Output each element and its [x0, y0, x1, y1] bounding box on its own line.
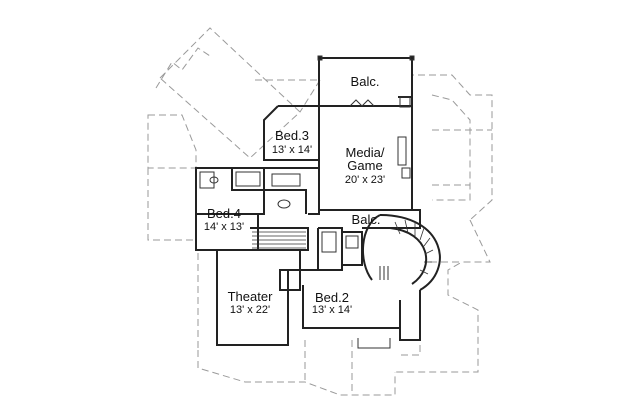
room-name: Balc. — [351, 74, 380, 89]
room-dims: 20' x 23' — [345, 174, 385, 186]
room-theater: Theater 13' x 22' — [228, 289, 273, 316]
fixtures — [199, 55, 415, 349]
room-name: Balc. — [352, 212, 381, 227]
room-name: Bed.3 — [275, 128, 309, 143]
walls — [195, 57, 441, 346]
room-bed3: Bed.3 13' x 14' — [272, 128, 312, 156]
room-name-2: Game — [347, 158, 382, 173]
room-bed4: Bed.4 14' x 13' — [204, 206, 244, 233]
room-dims: 14' x 13' — [204, 221, 244, 233]
stair-treads — [252, 219, 434, 275]
room-name: Theater — [228, 289, 273, 304]
room-dims: 13' x 14' — [272, 144, 312, 156]
room-media: Media/ Game 20' x 23' — [345, 145, 385, 186]
room-name: Bed.2 — [315, 290, 349, 305]
room-dims: 13' x 14' — [312, 304, 352, 316]
room-name: Media/ — [345, 145, 384, 160]
room-dims: 13' x 22' — [230, 304, 270, 316]
room-balc-mid: Balc. — [352, 212, 381, 227]
room-bed2: Bed.2 13' x 14' — [312, 290, 352, 316]
room-name: Bed.4 — [207, 206, 241, 221]
room-balc-top: Balc. — [351, 74, 380, 89]
